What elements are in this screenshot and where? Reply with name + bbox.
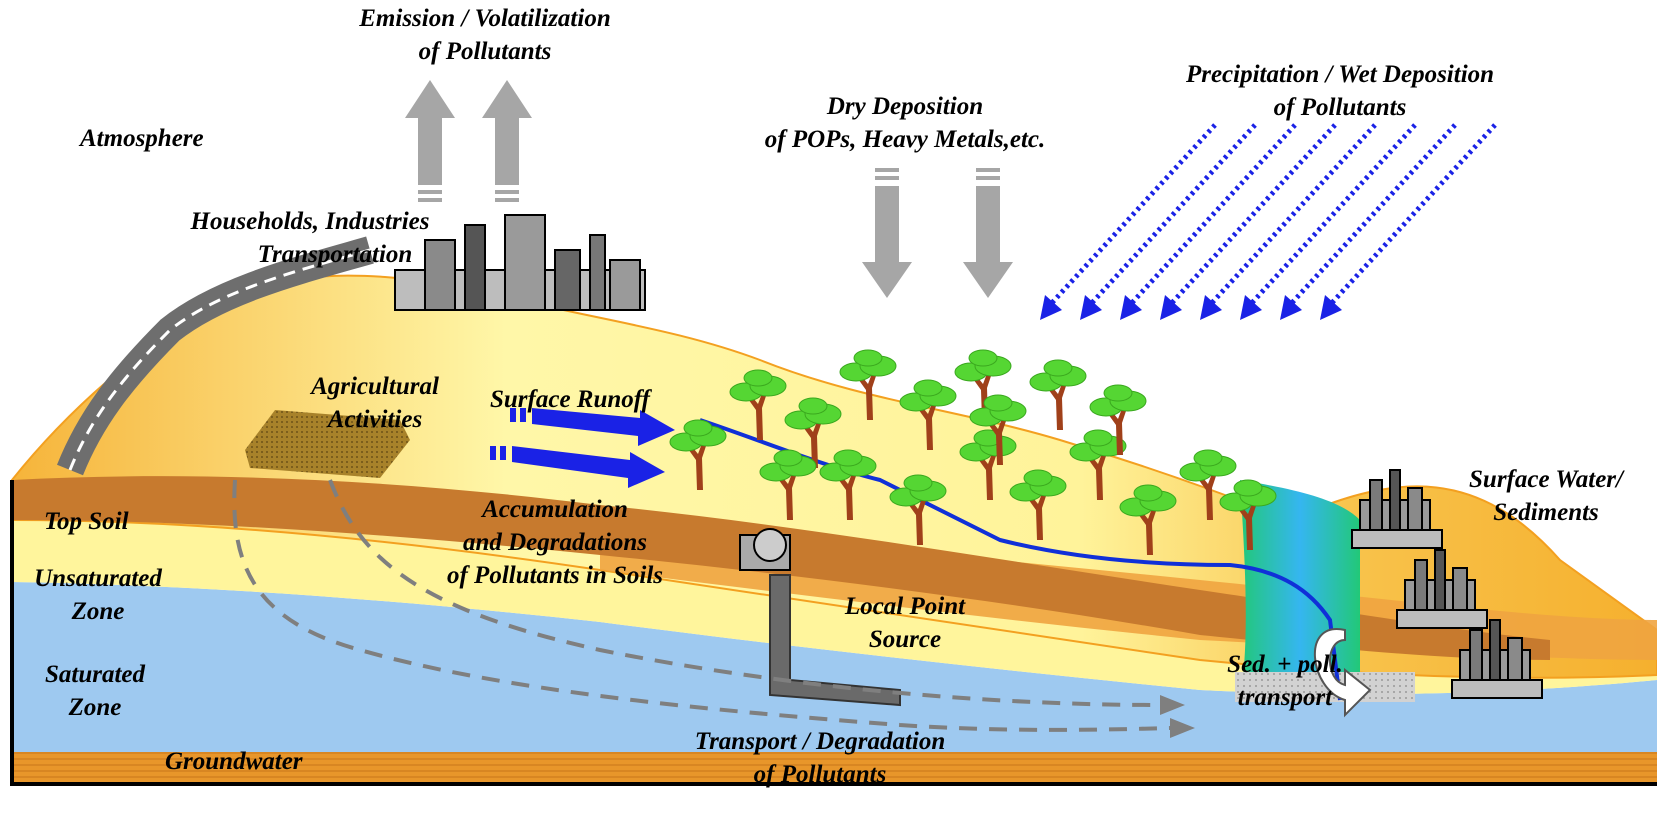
transport-paths [232, 479, 1171, 732]
unsaturated-zone-label: Unsaturated Zone [18, 562, 178, 628]
sed-transport-label: Sed. + poll. transport [1200, 648, 1370, 714]
atmosphere-label: Atmosphere [80, 122, 204, 155]
emission-label: Emission / Volatilization of Pollutants [320, 2, 650, 68]
surface-water-label-line1: Surface Water/ [1469, 466, 1623, 493]
surface-water-label: Surface Water/ Sediments [1435, 463, 1657, 529]
precipitation-label-line1: Precipitation / Wet Deposition [1185, 61, 1495, 88]
agricultural-label-line1: Agricultural [311, 373, 439, 400]
households-label: Households, Industries Transportation [150, 205, 470, 271]
households-label-line1: Households, Industries [190, 208, 430, 235]
precipitation-label-line2: of Pollutants [1273, 94, 1407, 121]
dry-deposition-label-line2: of POPs, Heavy Metals,etc. [764, 126, 1046, 153]
unsaturated-zone-label-line2: Zone [71, 598, 125, 625]
transport-degradation-label-line2: of Pollutants [753, 761, 887, 788]
stream-line [699, 418, 1342, 701]
surface-runoff-label-text: Surface Runoff [490, 386, 650, 413]
transport-arrowheads [1160, 695, 1195, 738]
road-centerline [68, 248, 371, 471]
accumulation-label-line3: of Pollutants in Soils [446, 562, 664, 589]
agricultural-label: Agricultural Activities [280, 370, 470, 436]
unsaturated-zone-label-line1: Unsaturated [34, 565, 162, 592]
dry-deposition-label: Dry Deposition of POPs, Heavy Metals,etc… [720, 90, 1090, 156]
local-point-source-label: Local Point Source [815, 590, 995, 656]
factory-icon [394, 214, 646, 311]
atmosphere-label-text: Atmosphere [80, 125, 204, 152]
surface-runoff-arrows [490, 408, 675, 488]
circular-arrow-icon [1313, 628, 1372, 718]
saturated-zone-label-line2: Zone [68, 694, 122, 721]
factory-icon [1351, 469, 1443, 549]
precipitation-arrows [1040, 123, 1497, 320]
groundwater-label: Groundwater [165, 745, 303, 778]
transport-degradation-label-line1: Transport / Degradation [694, 728, 946, 755]
emission-arrows [405, 80, 532, 202]
emission-label-line1: Emission / Volatilization [359, 5, 611, 32]
local-point-source-label-line2: Source [868, 626, 942, 653]
saturated-zone-label: Saturated Zone [30, 658, 160, 724]
groundwater-label-text: Groundwater [165, 748, 303, 775]
sed-transport-label-line1: Sed. + poll. [1227, 651, 1343, 678]
local-point-source-label-line1: Local Point [844, 593, 966, 620]
block-frame [10, 480, 1657, 786]
unsaturated-zone [12, 520, 1657, 695]
accumulation-label-line1: Accumulation [482, 496, 628, 523]
surface-runoff-label: Surface Runoff [490, 383, 650, 416]
transport-degradation-label: Transport / Degradation of Pollutants [640, 725, 1000, 791]
sed-transport-label-line2: transport [1237, 684, 1333, 711]
tree-icon [1029, 359, 1087, 431]
bedrock-layer [12, 752, 1657, 782]
saturated-zone-label-line1: Saturated [44, 661, 146, 688]
dry-deposition-label-line1: Dry Deposition [826, 93, 984, 120]
groundwater-layer [12, 582, 1657, 752]
point-source-machine [739, 528, 791, 571]
top-soil-label: Top Soil [44, 505, 129, 538]
households-label-line2: Transportation [257, 241, 413, 268]
precipitation-label: Precipitation / Wet Deposition of Pollut… [1130, 58, 1550, 124]
agricultural-field [245, 410, 410, 478]
dry-deposition-arrows [862, 168, 1013, 298]
outfall-pipe-icon [769, 574, 901, 707]
accumulation-label: Accumulation and Degradations of Polluta… [395, 493, 715, 592]
surface-water-label-line2: Sediments [1493, 499, 1599, 526]
emission-label-line2: of Pollutants [418, 38, 552, 65]
agricultural-label-line2: Activities [327, 406, 423, 433]
accumulation-label-line2: and Degradations [462, 529, 648, 556]
top-soil-label-text: Top Soil [44, 508, 129, 535]
